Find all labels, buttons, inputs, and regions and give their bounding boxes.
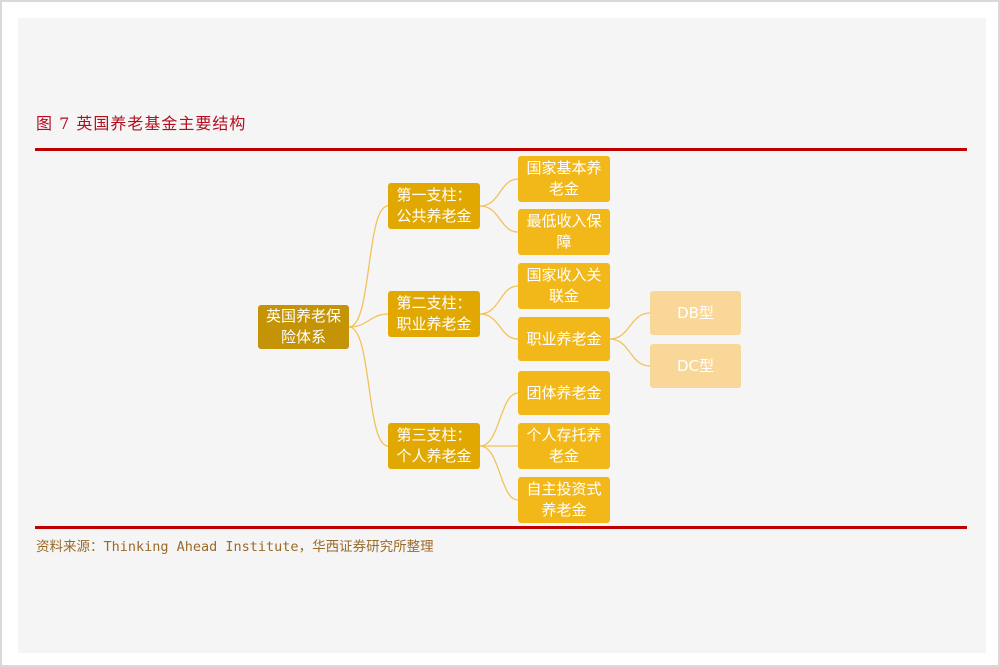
pillar-1-node: 第一支柱： 公共养老金 xyxy=(388,183,480,229)
leaf-state-basic-pension: 国家基本养 老金 xyxy=(518,156,610,202)
pillar-3-node: 第三支柱： 个人养老金 xyxy=(388,423,480,469)
leaf-stakeholder-pension: 个人存托养 老金 xyxy=(518,423,610,469)
link-pillar3-leaf1 xyxy=(479,392,519,447)
subleaf-dc: DC型 xyxy=(650,344,741,388)
leaf-group-pension: 团体养老金 xyxy=(518,371,610,415)
link-pillar1-leaf1 xyxy=(479,178,519,207)
subleaf-db: DB型 xyxy=(650,291,741,335)
link-occupational-dc xyxy=(609,338,651,367)
figure-panel xyxy=(18,18,986,653)
leaf-state-earnings-related: 国家收入关 联金 xyxy=(518,263,610,309)
link-pillar2-leaf2 xyxy=(479,313,519,340)
link-pillar3-leaf3 xyxy=(479,445,519,501)
link-root-pillar1 xyxy=(348,205,389,328)
pillar-2-node: 第二支柱： 职业养老金 xyxy=(388,291,480,337)
link-pillar1-leaf2 xyxy=(479,205,519,233)
figure-title: 图 7 英国养老基金主要结构 xyxy=(36,114,247,133)
title-rule xyxy=(35,148,967,151)
leaf-self-invested-pension: 自主投资式 养老金 xyxy=(518,477,610,523)
leaf-minimum-income: 最低收入保 障 xyxy=(518,209,610,255)
root-node: 英国养老保 险体系 xyxy=(258,305,349,349)
link-pillar2-leaf1 xyxy=(479,285,519,315)
link-root-pillar3 xyxy=(348,326,389,447)
link-root-pillar2 xyxy=(348,313,389,328)
source-note: 资料来源：Thinking Ahead Institute，华西证券研究所整理 xyxy=(36,539,434,555)
source-rule xyxy=(35,526,967,529)
leaf-occupational-pension: 职业养老金 xyxy=(518,317,610,361)
link-occupational-db xyxy=(609,312,651,340)
